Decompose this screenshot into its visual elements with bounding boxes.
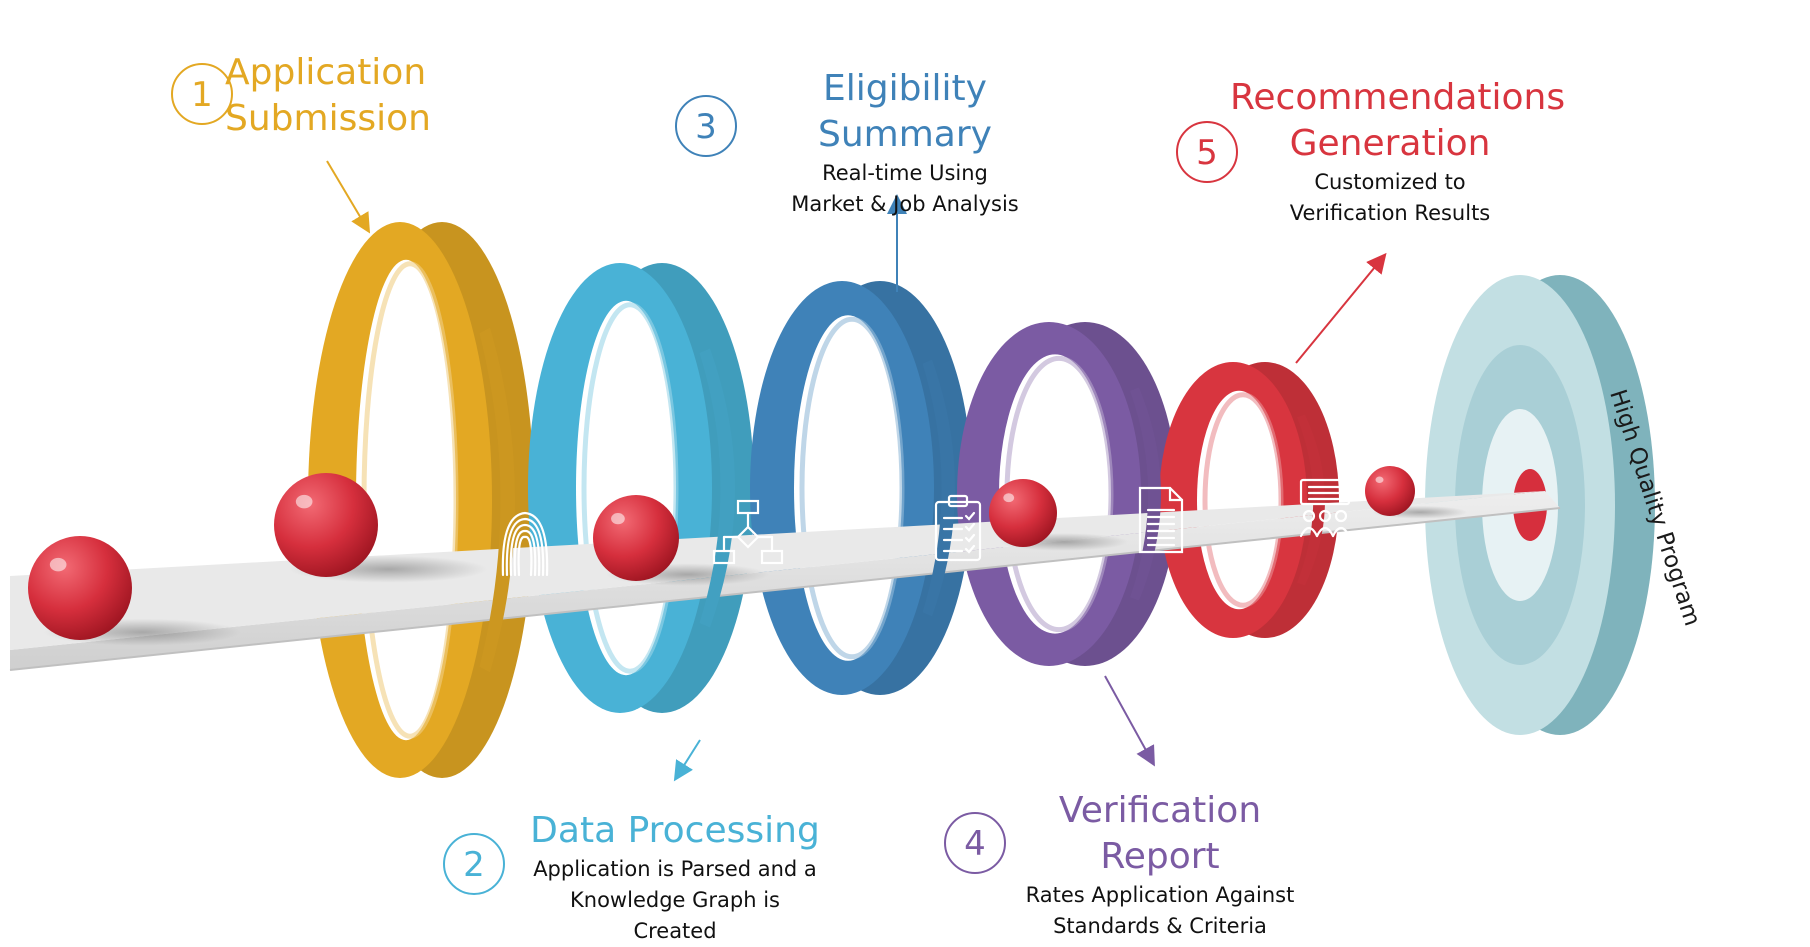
ball-1-highlight (49, 557, 67, 572)
step-4-description: Rates Application Against Standards & Cr… (1025, 883, 1295, 938)
step-1-arrow (326, 160, 371, 234)
document-icon (1138, 486, 1184, 554)
step-4-label: Verification Report Rates Application Ag… (1000, 788, 1320, 942)
step-5-label: Recommendations Generation Customized to… (1230, 75, 1566, 229)
step-3-number-circle (675, 95, 737, 157)
step-4-title: Verification Report (1058, 790, 1262, 877)
ball-5-highlight (1375, 476, 1384, 483)
fingerprint-ridge (505, 517, 545, 577)
ball-3-highlight (611, 513, 625, 525)
step-1-title: Application Submission (225, 52, 431, 139)
ball-2-highlight (295, 494, 313, 509)
step-3-title: Eligibility Summary (818, 68, 992, 155)
presentation-team-icon (1299, 478, 1351, 538)
step-3-description: Real-time Using Market & Job Analysis (791, 161, 1019, 216)
ball-4 (989, 479, 1057, 547)
ring-inner-edge (1202, 392, 1284, 608)
ring-3-front (922, 359, 955, 617)
ring-hole (1197, 390, 1281, 610)
step-4-number-circle (944, 812, 1006, 874)
step-2-number: 2 (463, 845, 485, 885)
step-5-title: Recommendations Generation (1230, 77, 1566, 164)
step-4-arrow (1104, 675, 1155, 767)
step-3-label: Eligibility Summary Real-time Using Mark… (735, 66, 1075, 220)
step-5-description: Customized to Verification Results (1289, 170, 1491, 225)
step-2-description: Application is Parsed and a Knowledge Gr… (533, 857, 817, 943)
ball-2 (274, 473, 378, 577)
fingerprint-ridge (513, 529, 537, 577)
step-1-number-circle (171, 63, 233, 125)
ring-2-front (699, 348, 735, 628)
clipboard-checklist-icon (934, 494, 982, 562)
step-4-number: 4 (964, 824, 986, 864)
ring-4 (957, 322, 1177, 666)
ring-inner-edge (799, 316, 905, 660)
step-1-number: 1 (191, 75, 213, 115)
fingerprint-ridge (509, 523, 541, 577)
step-3-number: 3 (695, 107, 717, 147)
step-1-label: Application Submission (225, 50, 455, 142)
flowchart-icon (712, 499, 784, 565)
fingerprint-ridge (501, 511, 549, 577)
step-5-number: 5 (1196, 133, 1218, 173)
ring-1-front (479, 327, 515, 673)
ball-5 (1365, 466, 1415, 516)
ball-1 (28, 536, 132, 640)
step-2-number-circle (443, 833, 505, 895)
step-2-title: Data Processing (530, 810, 820, 851)
ball-4-highlight (1003, 493, 1015, 503)
fingerprint-ridge (517, 535, 533, 577)
step-5-number-circle (1176, 121, 1238, 183)
step-2-arrow (673, 739, 701, 782)
fingerprint-icon (501, 511, 549, 577)
ring-4-front (1130, 387, 1161, 601)
ring-inner-edge (581, 302, 679, 674)
ring-5-front (1297, 414, 1325, 586)
rail (10, 491, 1560, 670)
step-2-label: Data Processing Application is Parsed an… (520, 808, 830, 947)
step-5-arrow (1295, 252, 1387, 364)
